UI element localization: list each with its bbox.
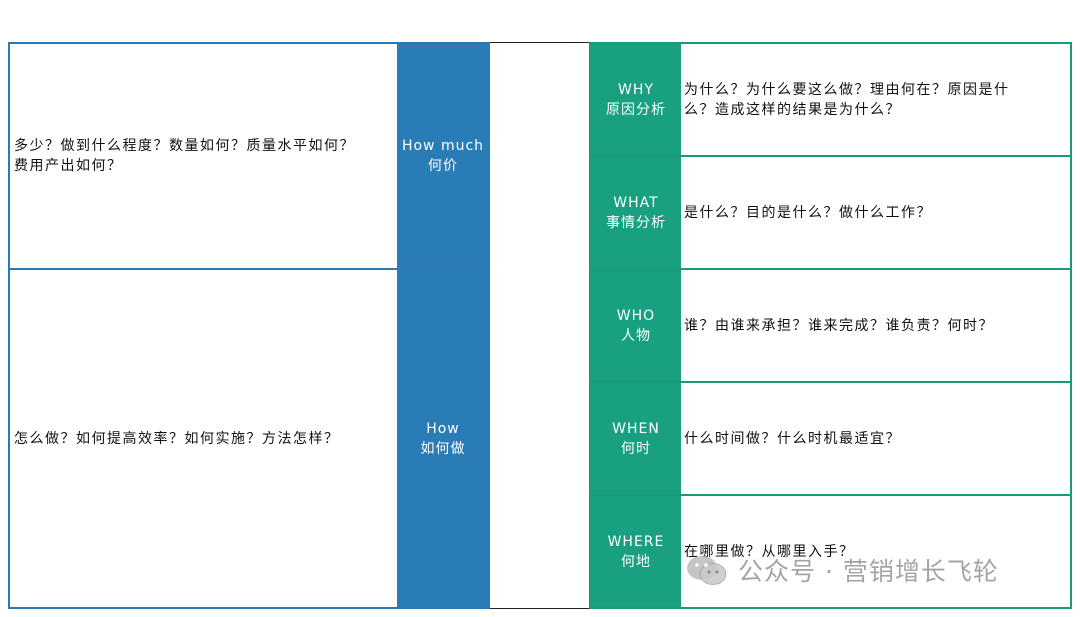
how-header-zh: 如何做 <box>420 440 466 457</box>
w-table <box>589 42 1072 609</box>
who-header-zh: 人物 <box>621 327 651 344</box>
what-header: WHAT 事情分析 <box>591 157 681 268</box>
who-header: WHO 人物 <box>591 270 681 381</box>
where-header-en: WHERE <box>607 533 665 550</box>
when-header-zh: 何时 <box>621 440 651 457</box>
what-desc-line-1: 是什么？目的是什么？做什么工作？ <box>684 204 932 221</box>
where-description: 在哪里做？从哪里入手？ <box>681 496 1070 607</box>
why-header-zh: 原因分析 <box>606 101 666 118</box>
watermark-text: 公众号 · 营销增长飞轮 <box>738 557 999 586</box>
when-header: WHEN 何时 <box>591 383 681 494</box>
when-desc-line-1: 什么时间做？什么时机最适宜？ <box>684 430 901 447</box>
how-much-header-en: How much <box>401 138 485 154</box>
where-header-zh: 何地 <box>621 553 651 570</box>
how-description: 怎么做？如何提高效率？如何实施？方法怎样？ <box>10 270 397 607</box>
who-desc-line-1: 谁？由谁来承担？谁来完成？谁负责？何时？ <box>684 317 994 334</box>
what-description: 是什么？目的是什么？做什么工作？ <box>681 157 1070 268</box>
why-desc-line-1: 为什么？为什么要这么做？理由何在？原因是什 <box>684 81 1010 98</box>
wechat-icon <box>687 556 727 585</box>
row-divider <box>591 381 1070 383</box>
row-divider <box>591 494 1070 496</box>
how-header: How 如何做 <box>397 270 489 607</box>
wechat-watermark: 公众号 · 营销增长飞轮 <box>684 552 999 588</box>
why-desc-line-2: 么？造成这样的结果是为什么？ <box>684 101 901 118</box>
row-divider <box>10 268 489 270</box>
why-header-en: WHY <box>618 81 654 98</box>
row-divider <box>591 155 1070 157</box>
why-description: 为什么？为什么要这么做？理由何在？原因是什 么？造成这样的结果是为什么？ <box>681 44 1070 155</box>
row-divider <box>591 268 1070 270</box>
how-much-header-zh: 何价 <box>428 158 458 174</box>
how-much-desc-line-2: 费用产出如何？ <box>14 158 123 174</box>
when-description: 什么时间做？什么时机最适宜？ <box>681 383 1070 494</box>
how-header-en: How <box>426 420 460 437</box>
how-much-desc-line-1: 多少？做到什么程度？数量如何？质量水平如何？ <box>14 138 355 154</box>
how-much-description: 多少？做到什么程度？数量如何？质量水平如何？ 费用产出如何？ <box>10 44 397 268</box>
when-header-en: WHEN <box>612 420 660 437</box>
how-desc-line-1: 怎么做？如何提高效率？如何实施？方法怎样？ <box>14 430 340 447</box>
why-header: WHY 原因分析 <box>591 44 681 155</box>
what-header-en: WHAT <box>613 194 659 211</box>
where-desc-line-1: 在哪里做？从哪里入手？ <box>684 543 855 560</box>
who-header-en: WHO <box>616 307 656 324</box>
where-header: WHERE 何地 <box>591 496 681 607</box>
center-spacer <box>490 42 591 609</box>
who-description: 谁？由谁来承担？谁来完成？谁负责？何时？ <box>681 270 1070 381</box>
what-header-zh: 事情分析 <box>606 214 666 231</box>
how-much-header: How much 何价 <box>397 44 489 268</box>
